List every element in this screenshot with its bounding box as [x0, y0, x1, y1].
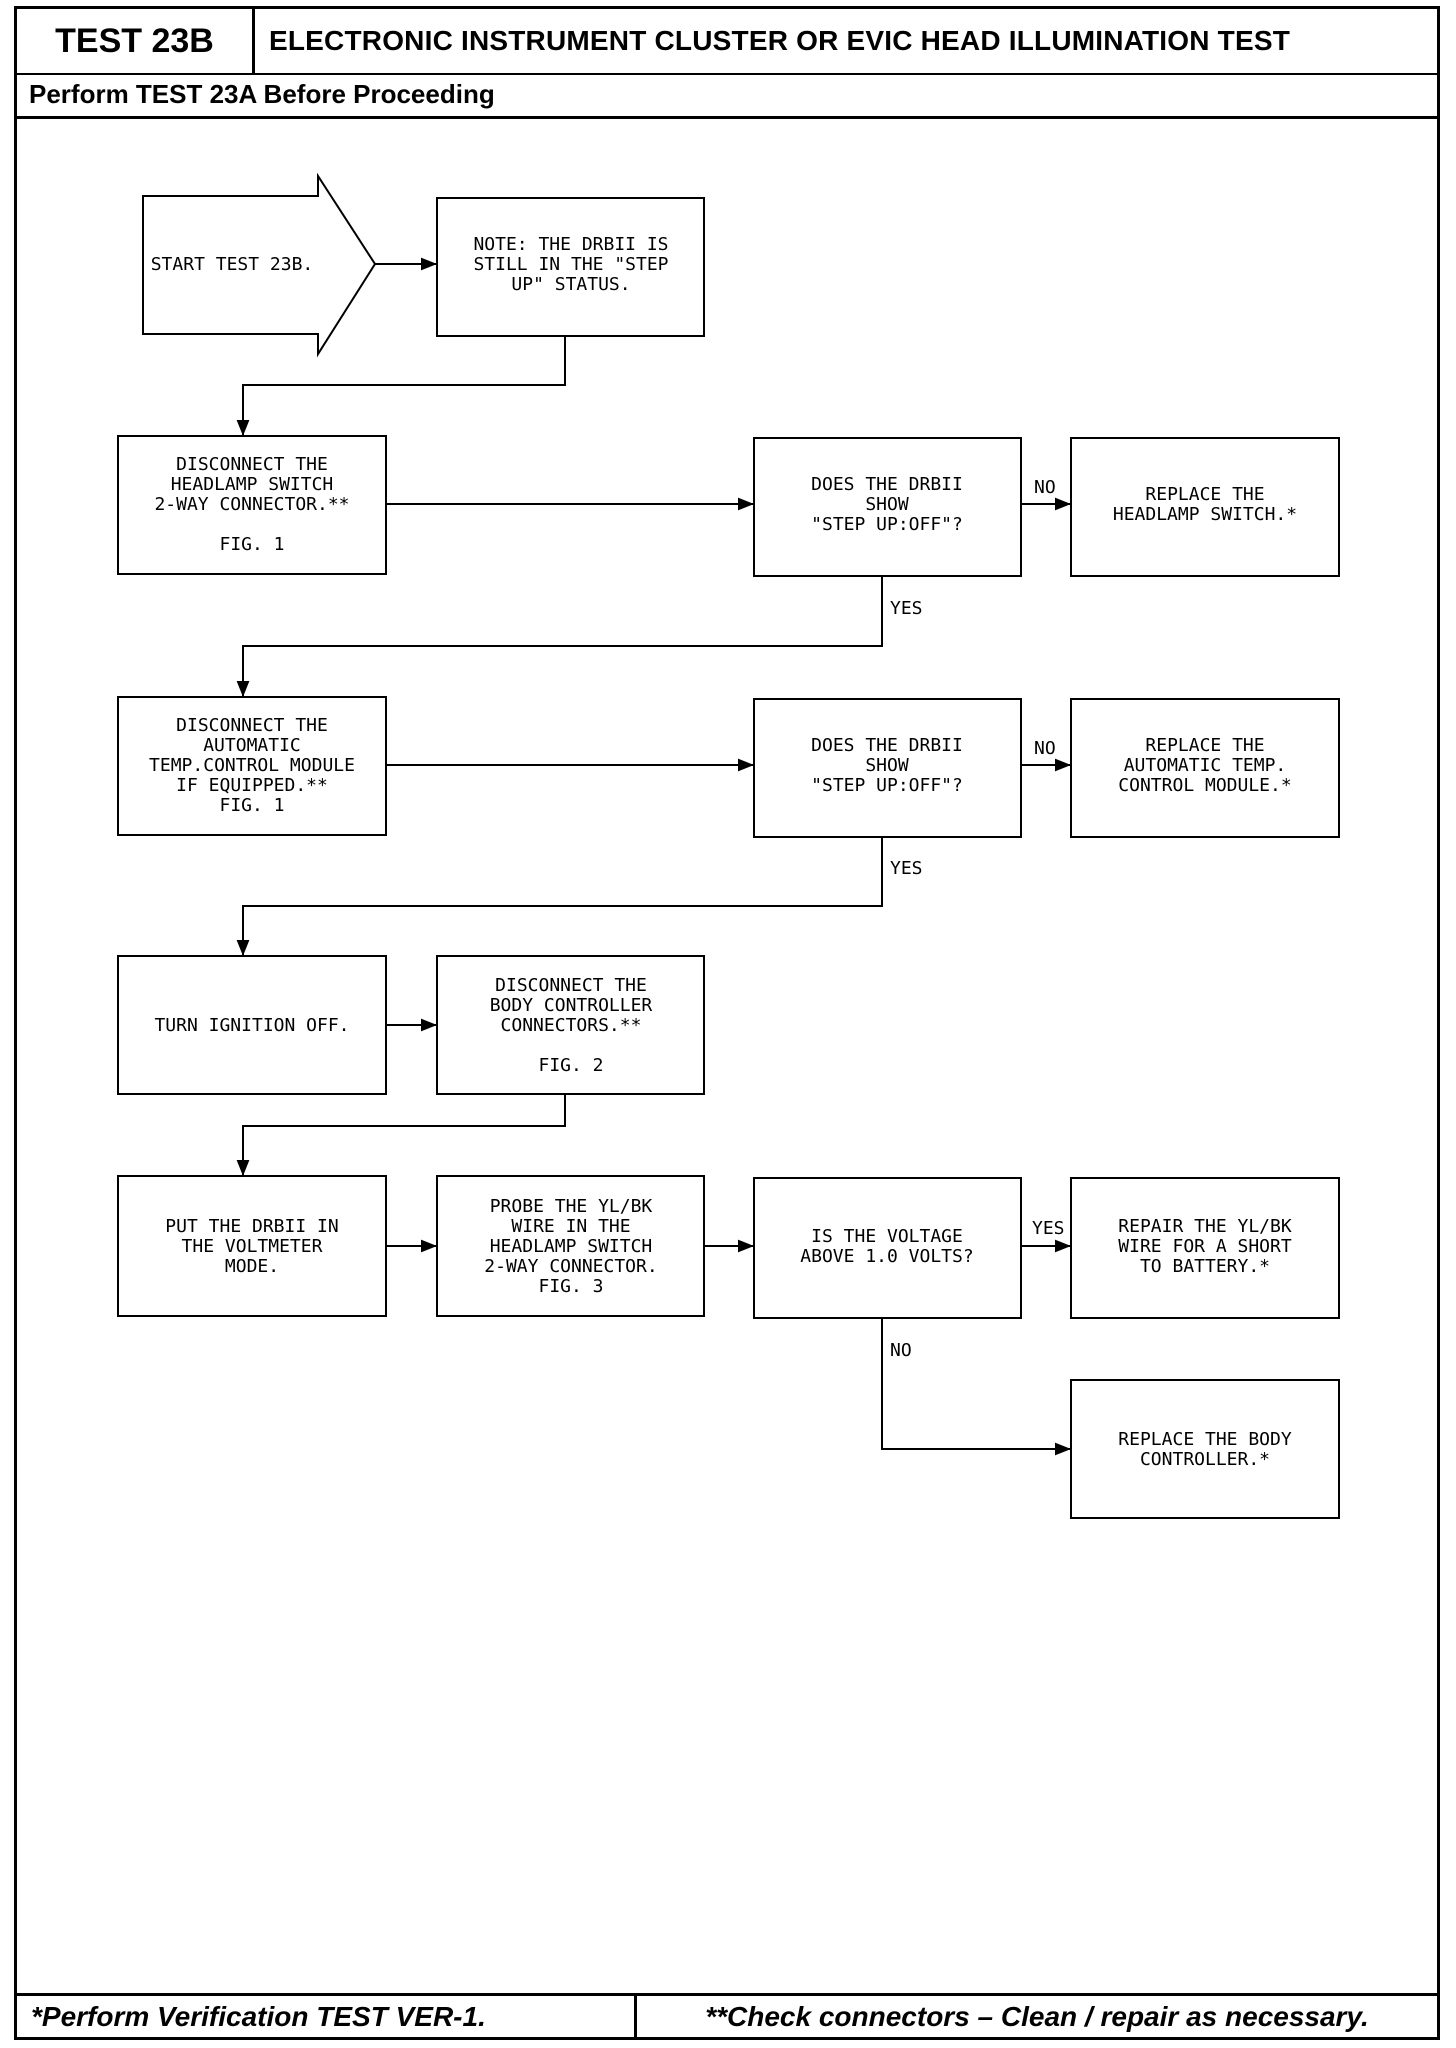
box-text-line: AUTOMATIC TEMP.: [1124, 755, 1287, 776]
box-text-line: TURN IGNITION OFF.: [154, 1015, 349, 1036]
step6-box: [436, 1175, 705, 1317]
footer-connector-note: **Check connectors – Clean / repair as n…: [705, 2000, 1369, 2032]
step3-text: TURN IGNITION OFF.: [154, 1015, 349, 1036]
box-text-line: REPLACE THE: [1145, 484, 1264, 505]
step1-box: [117, 435, 387, 575]
q3-box: [753, 1177, 1022, 1319]
step3-box: [117, 955, 387, 1095]
box-text-line: TO BATTERY.*: [1140, 1256, 1270, 1277]
q2-no-label: NO: [1034, 738, 1056, 759]
arrow-step4-to-step5: [236, 1094, 566, 1176]
box-text-line: HEADLAMP SWITCH.*: [1113, 504, 1297, 525]
box-text-line: HEADLAMP SWITCH: [490, 1236, 653, 1257]
q2-yes-label: YES: [890, 858, 923, 879]
box-text-line: AUTOMATIC: [203, 735, 301, 756]
box-text-line: UP" STATUS.: [511, 274, 630, 295]
box-text-line: FIG. 2: [538, 1055, 603, 1076]
r2-box: [1070, 698, 1340, 838]
box-text-line: REPLACE THE BODY: [1118, 1429, 1292, 1450]
box-text-line: STILL IN THE "STEP: [473, 254, 668, 275]
box-text-line: CONTROL MODULE.*: [1118, 775, 1291, 796]
footer-verification-note: *Perform Verification TEST VER-1.: [17, 1996, 637, 2037]
box-text-line: SHOW: [865, 494, 909, 515]
box-text-line: REPLACE THE: [1145, 735, 1264, 756]
box-text-line: START TEST 23B.: [151, 254, 314, 275]
box-text-line: CONNECTORS.**: [501, 1015, 642, 1036]
box-text-line: 2-WAY CONNECTOR.: [484, 1256, 657, 1277]
box-text-line: DISCONNECT THE: [495, 975, 647, 996]
step2-box: [117, 696, 387, 836]
box-text-line: ABOVE 1.0 VOLTS?: [800, 1246, 973, 1267]
arrow-q3-no: [881, 1318, 1071, 1456]
box-text-line: PROBE THE YL/BK: [490, 1196, 653, 1217]
box-text-line: DOES THE DRBII: [811, 735, 963, 756]
box-text-line: BODY CONTROLLER: [490, 995, 653, 1016]
page-frame: TEST 23B ELECTRONIC INSTRUMENT CLUSTER O…: [14, 6, 1440, 2040]
box-text-line: IF EQUIPPED.**: [176, 775, 328, 796]
box-text-line: IS THE VOLTAGE: [811, 1226, 963, 1247]
box-text-line: "STEP UP:OFF"?: [811, 775, 963, 796]
box-text-line: DISCONNECT THE: [176, 454, 328, 475]
footer: *Perform Verification TEST VER-1. **Chec…: [17, 1993, 1437, 2037]
box-text-line: FIG. 1: [219, 534, 284, 555]
step4-box: [436, 955, 705, 1095]
box-text-line: WIRE IN THE: [511, 1216, 630, 1237]
box-text-line: HEADLAMP SWITCH: [171, 474, 334, 495]
box-text-line: FIG. 3: [538, 1276, 603, 1297]
box-text-line: DISCONNECT THE: [176, 715, 328, 736]
step5-box: [117, 1175, 387, 1317]
box-text-line: DOES THE DRBII: [811, 474, 963, 495]
r1-box: [1070, 437, 1340, 577]
box-text-line: THE VOLTMETER: [182, 1236, 323, 1257]
box-text-line: NOTE: THE DRBII IS: [473, 234, 668, 255]
box-text-line: TEMP.CONTROL MODULE: [149, 755, 355, 776]
q1-box: [753, 437, 1022, 577]
q1-yes-label: YES: [890, 598, 923, 619]
box-text-line: SHOW: [865, 755, 909, 776]
test-title: ELECTRONIC INSTRUMENT CLUSTER OR EVIC HE…: [269, 25, 1291, 56]
prerequisite-note: Perform TEST 23A Before Proceeding: [17, 73, 1437, 119]
q3-yes-label: YES: [1032, 1218, 1065, 1239]
start-text: START TEST 23B.: [151, 254, 314, 275]
box-text-line: FIG. 1: [219, 795, 284, 816]
box-text-line: REPAIR THE YL/BK: [1118, 1216, 1292, 1237]
arrow-note-to-step1: [236, 336, 566, 436]
arrow-q1-yes: [236, 576, 883, 697]
header-row: TEST 23B ELECTRONIC INSTRUMENT CLUSTER O…: [17, 9, 1437, 75]
r4-box: [1070, 1379, 1340, 1519]
note-box: [436, 197, 705, 337]
test-id: TEST 23B: [17, 9, 255, 73]
box-text-line: CONTROLLER.*: [1140, 1449, 1270, 1470]
q1-no-label: NO: [1034, 477, 1056, 498]
r3-box: [1070, 1177, 1340, 1319]
box-text-line: 2-WAY CONNECTOR.**: [154, 494, 349, 515]
box-text-line: MODE.: [225, 1256, 279, 1277]
arrow-q2-yes: [236, 837, 883, 956]
box-text-line: PUT THE DRBII IN: [165, 1216, 338, 1237]
q3-no-label: NO: [890, 1340, 912, 1361]
q2-box: [753, 698, 1022, 838]
box-text-line: WIRE FOR A SHORT: [1118, 1236, 1292, 1257]
box-text-line: "STEP UP:OFF"?: [811, 514, 963, 535]
start-arrow-shape: [142, 172, 377, 358]
